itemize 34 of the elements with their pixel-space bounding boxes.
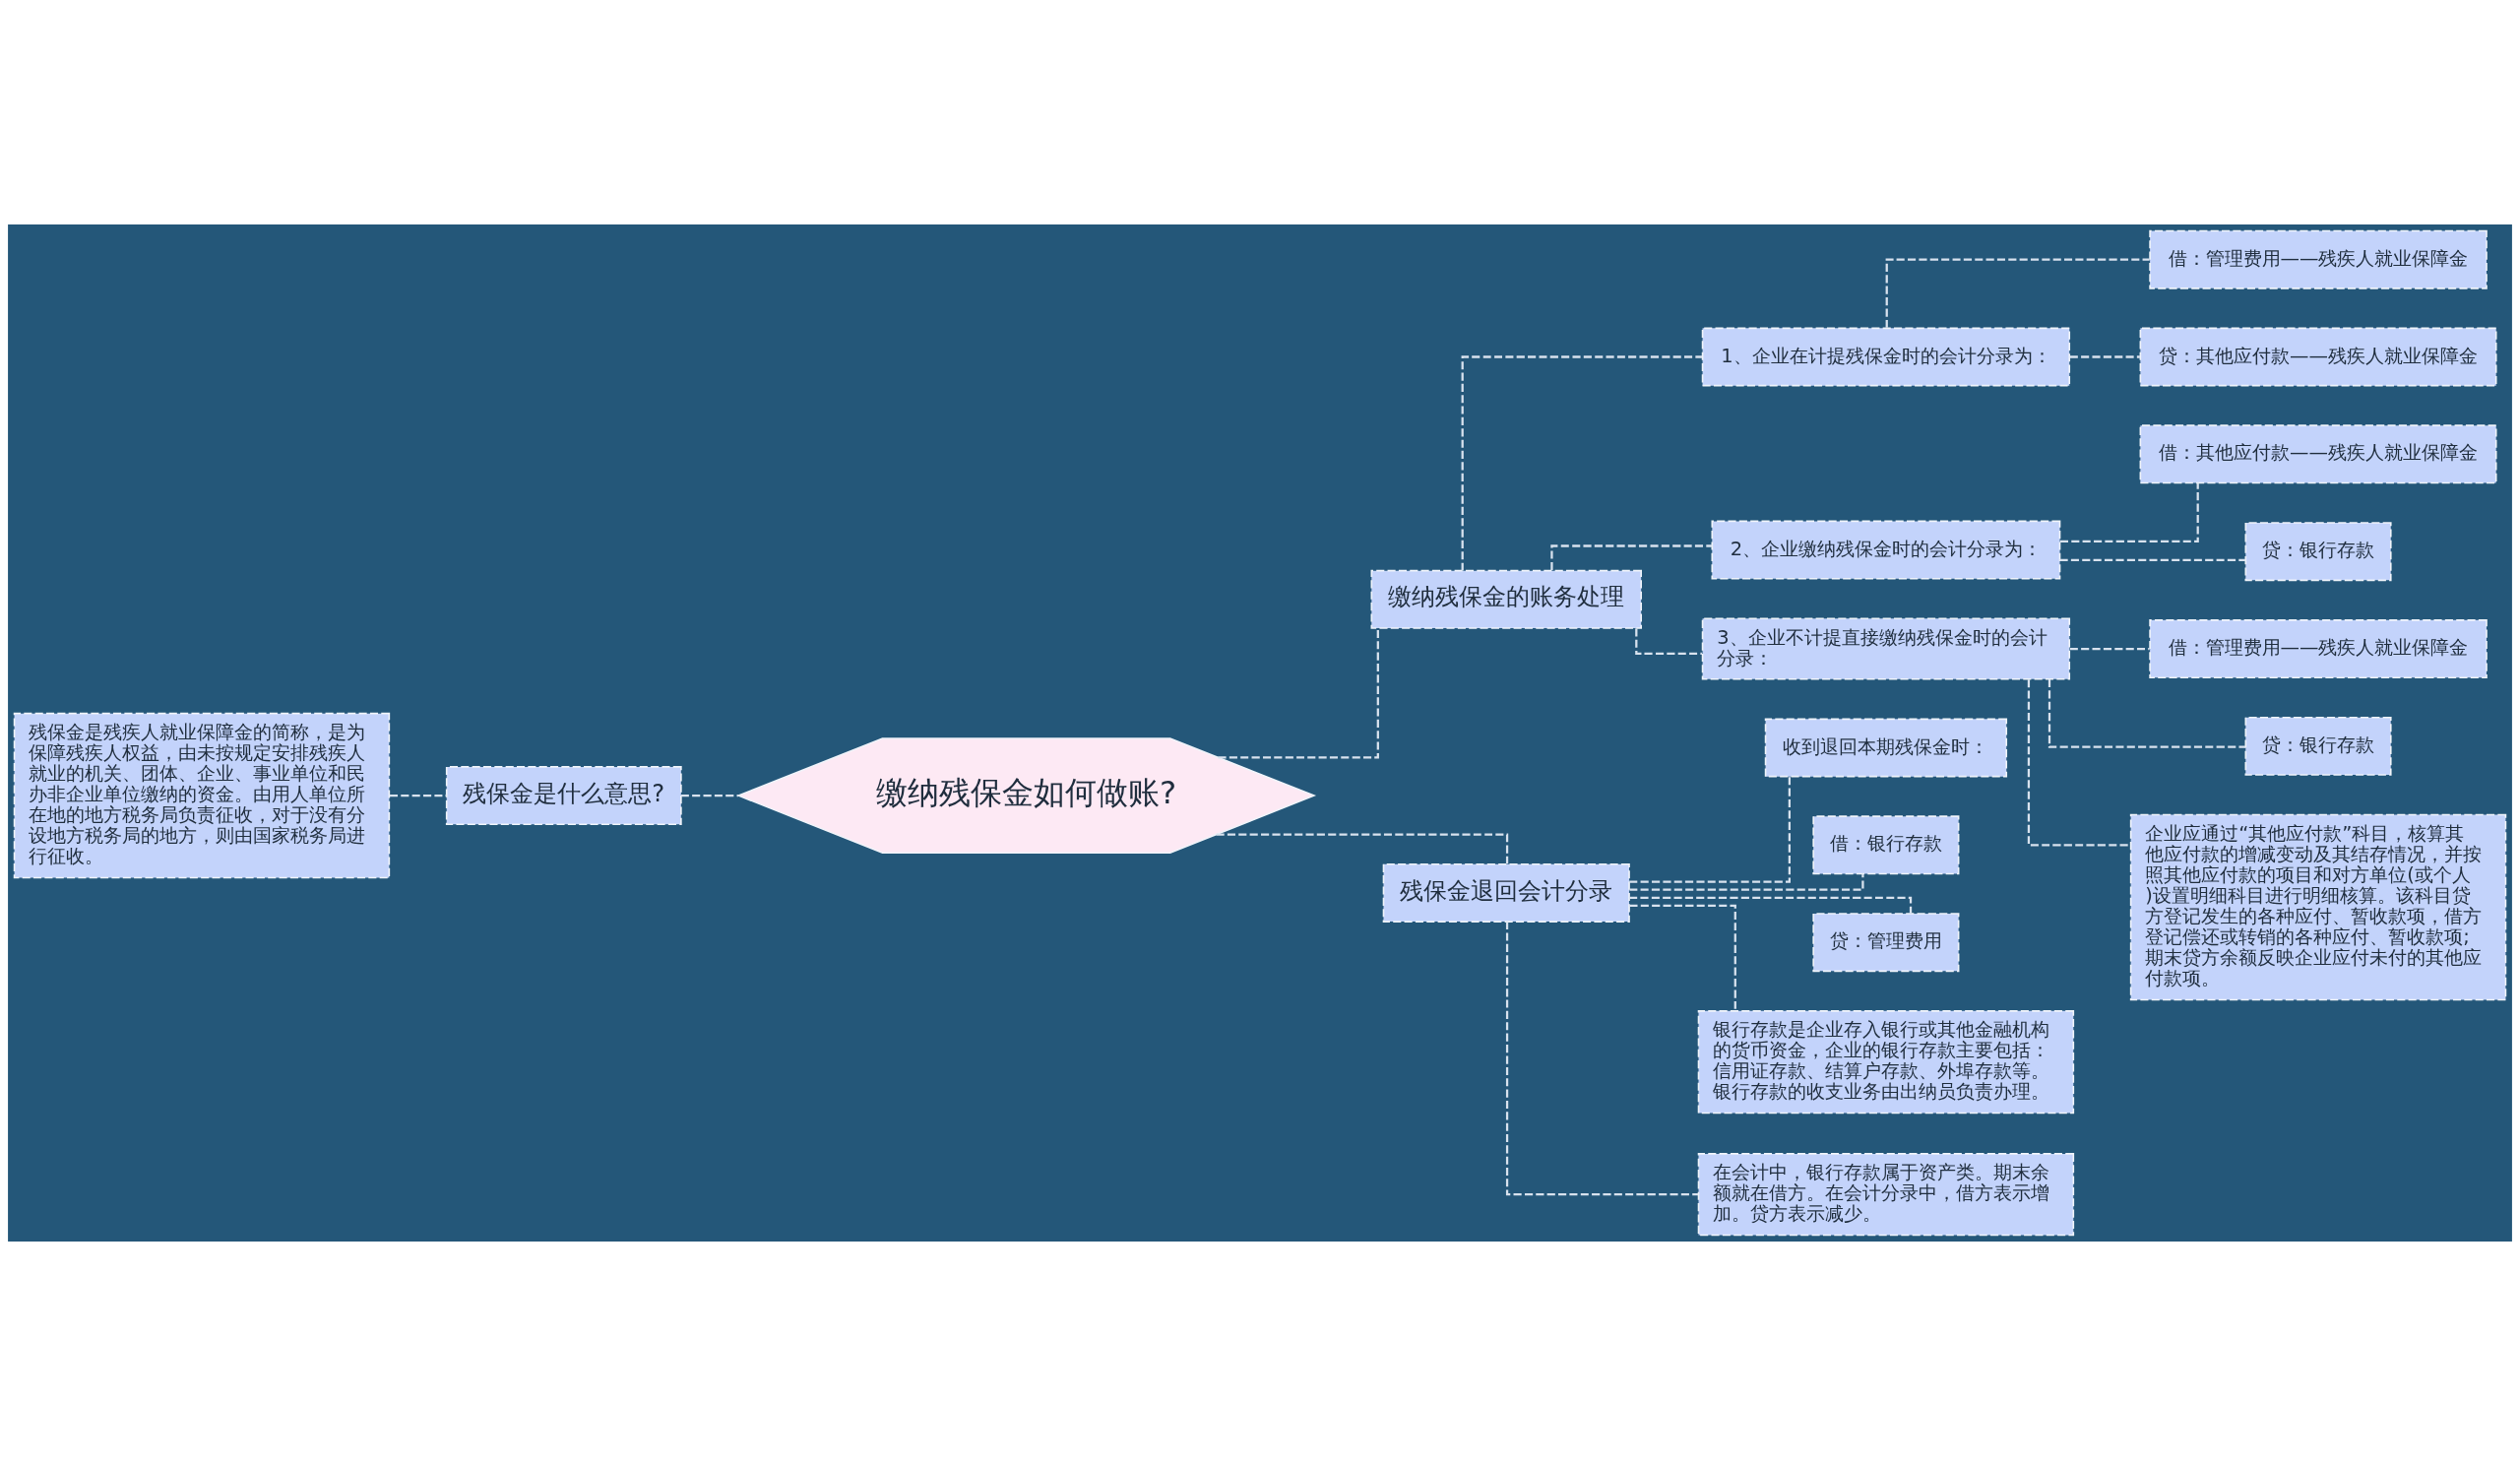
node-box: 借：管理费用——残疾人就业保障金 (2149, 619, 2488, 678)
connector (2069, 647, 2150, 651)
node-box: 贷：管理费用 (1812, 913, 1960, 973)
connector (2027, 679, 2131, 847)
connector (1885, 258, 2150, 328)
connector (680, 794, 739, 797)
connector (1629, 777, 1791, 883)
node-box: 借：其他应付款——残疾人就业保障金 (2139, 424, 2497, 484)
node-box: 银行存款是企业存入银行或其他金融机构的货币资金，企业的银行存款主要包括：信用证存款、结算户存款、外埠存款等。银行存款的收支业务由出纳员负责办理。 (1697, 1010, 2075, 1115)
node-box: 借：管理费用——残疾人就业保障金 (2149, 229, 2488, 289)
node-box: 在会计中，银行存款属于资产类。期末余额就在借方。在会计分录中，借方表示增加。贷方表示减少。 (1697, 1153, 2075, 1237)
node-box: 3、企业不计提直接缴纳残保金时的会计分录： (1701, 617, 2071, 680)
node-box: 残保金退回会计分录 (1382, 862, 1630, 923)
connector (2059, 558, 2246, 561)
node-box: 2、企业缴纳残保金时的会计分录为： (1711, 520, 2061, 580)
node-box: 收到退回本期残保金时： (1764, 718, 2008, 778)
connector (1218, 628, 1379, 759)
node-box: 贷：其他应付款——残疾人就业保障金 (2139, 327, 2497, 387)
node-box: 借：银行存款 (1812, 815, 1960, 875)
node-box: 残保金是残疾人就业保障金的简称，是为保障残疾人权益，由未按规定安排残疾人就业的机关、团体、企业、事业单位和民办非企业单位缴纳的资金。由用人单位所在地的地方税务局负责征收，对于没有分设地方税务局的地方，则由国家税务局进行征收。 (13, 712, 391, 879)
node-box: 缴纳残保金的账务处理 (1370, 569, 1642, 629)
connector (1629, 904, 1736, 1011)
connector (1629, 896, 1913, 914)
node-box: 残保金是什么意思? (445, 766, 682, 826)
node-box: 贷：银行存款 (2244, 716, 2392, 776)
node-box: 1、企业在计提残保金时的会计分录为： (1701, 327, 2071, 387)
connector (1461, 355, 1703, 571)
connector (2048, 679, 2246, 748)
connector (1629, 873, 1864, 891)
connector (2069, 355, 2140, 358)
node-box: 企业应通过“其他应付款”科目，核算其他应付款的增减变动及其结存情况，并按照其他应付款的项目和对方单位(或个人)设置明细科目进行明细核算。该科目贷方登记发生的各种应付、暂收款项，借方登记偿还或转销的各种应付、暂收款项;期末贷方余额反映企业应付未付的其他应付款项。 (2129, 813, 2507, 1001)
connector (1505, 922, 1699, 1196)
node-box: 贷：银行存款 (2244, 522, 2392, 582)
connector (2059, 482, 2199, 543)
